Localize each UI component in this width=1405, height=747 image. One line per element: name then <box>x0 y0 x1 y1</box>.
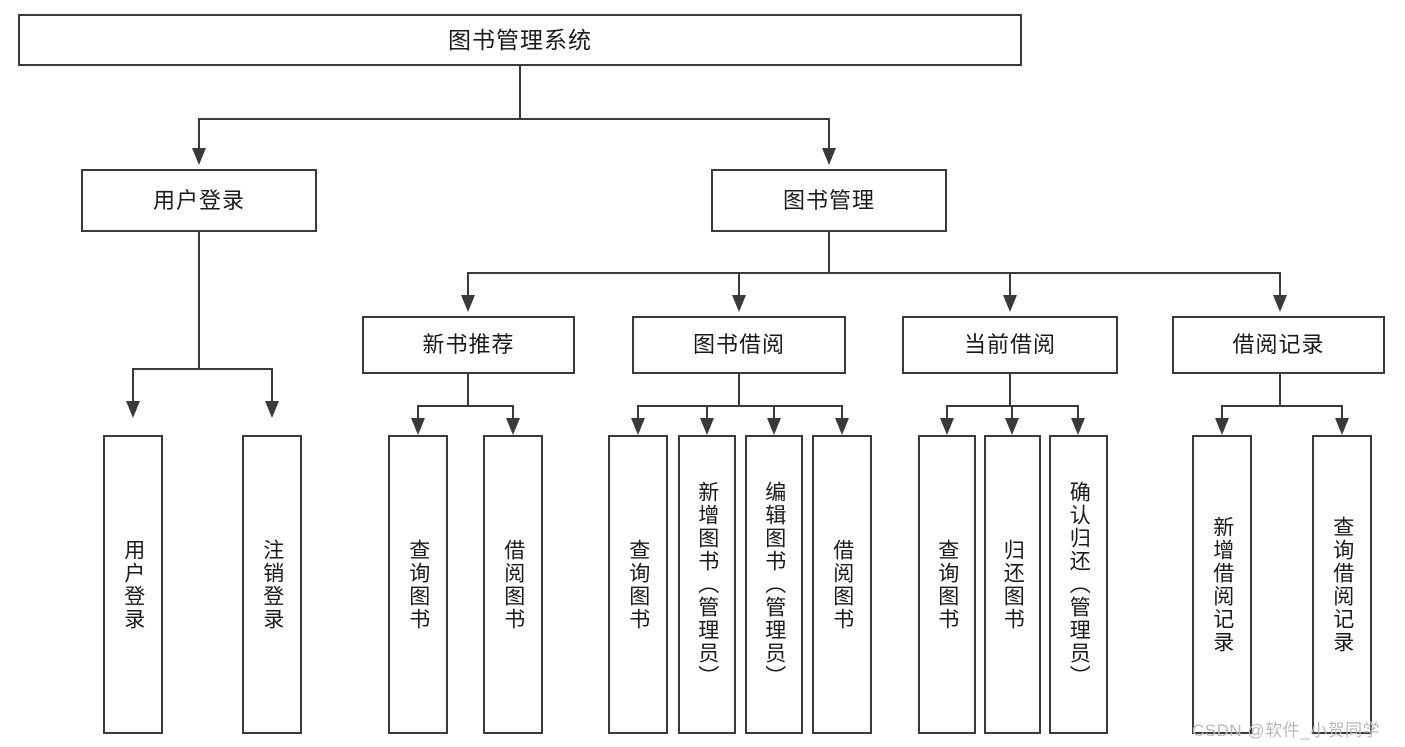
connector-new-book-drop-1 <box>417 405 419 419</box>
arrowhead-leaf-add-record <box>1215 418 1229 435</box>
connector-to-borrow-record <box>1279 272 1281 296</box>
arrowhead-leaf-user-login <box>126 401 140 418</box>
connector-to-book-borrow <box>738 272 740 296</box>
arrowhead-leaf-add-book <box>700 418 714 435</box>
leaf-label: 归还图书 <box>1001 538 1025 631</box>
node-label: 图书管理 <box>782 187 875 213</box>
leaf-label: 查询图书 <box>935 538 959 631</box>
connector-to-current-borrow <box>1009 272 1011 296</box>
connector-user-login-drop-2 <box>271 368 273 402</box>
connector-current-borrow-drop-2 <box>1011 405 1013 419</box>
connector-borrow-record-drop-1 <box>1221 405 1223 419</box>
leaf-query-book-new[interactable]: 查询图书 <box>388 435 448 734</box>
connector-root-to-user-login <box>198 118 200 149</box>
connector-book-borrow-stem <box>738 374 740 406</box>
leaf-label: 查询借阅记录 <box>1330 515 1354 654</box>
leaf-query-book-borrow[interactable]: 查询图书 <box>608 435 668 734</box>
connector-borrow-record-stem <box>1279 374 1281 406</box>
arrowhead-leaf-query-book-3 <box>940 418 954 435</box>
arrowhead-leaf-logout <box>265 401 279 418</box>
connector-user-login-stem <box>198 232 200 369</box>
arrowhead-book-borrow <box>732 295 746 312</box>
connector-book-borrow-drop-2 <box>706 405 708 419</box>
connector-user-login-drop-1 <box>132 368 134 402</box>
arrowhead-new-book-recommend <box>461 295 475 312</box>
arrowhead-leaf-query-book-2 <box>631 418 645 435</box>
leaf-label: 注销登录 <box>260 538 284 631</box>
arrowhead-leaf-edit-book <box>767 418 781 435</box>
leaf-label: 查询图书 <box>626 538 650 631</box>
connector-root-to-book-manage <box>828 118 830 149</box>
connector-book-borrow-bus <box>637 405 842 407</box>
node-label: 当前借阅 <box>963 332 1056 358</box>
node-label: 借阅记录 <box>1232 332 1325 358</box>
leaf-add-borrow-record[interactable]: 新增借阅记录 <box>1192 435 1252 734</box>
leaf-return-book[interactable]: 归还图书 <box>984 435 1041 734</box>
connector-new-book-drop-2 <box>512 405 514 419</box>
node-root-system[interactable]: 图书管理系统 <box>18 14 1022 66</box>
node-label: 用户登录 <box>152 187 245 213</box>
connector-new-book-stem <box>467 374 469 406</box>
node-user-login[interactable]: 用户登录 <box>81 169 317 232</box>
leaf-label: 借阅图书 <box>501 538 525 631</box>
connector-book-borrow-drop-3 <box>773 405 775 419</box>
connector-current-borrow-drop-1 <box>946 405 948 419</box>
arrowhead-leaf-query-record <box>1335 418 1349 435</box>
node-label: 图书借阅 <box>692 332 785 358</box>
arrowhead-borrow-record <box>1273 295 1287 312</box>
leaf-borrow-book-new[interactable]: 借阅图书 <box>483 435 543 734</box>
arrowhead-leaf-query-book-1 <box>411 418 425 435</box>
leaf-label: 用户登录 <box>121 538 145 631</box>
arrowhead-book-manage <box>822 148 836 165</box>
leaf-logout[interactable]: 注销登录 <box>242 435 302 734</box>
connector-book-manage-stem <box>828 232 830 273</box>
leaf-label: 查询图书 <box>406 538 430 631</box>
leaf-label: 新增借阅记录 <box>1210 515 1234 654</box>
arrowhead-leaf-borrow-book-2 <box>835 418 849 435</box>
connector-borrow-record-drop-2 <box>1341 405 1343 419</box>
node-borrow-record[interactable]: 借阅记录 <box>1172 316 1385 374</box>
leaf-label: 确认归还（管理员） <box>1067 481 1091 688</box>
arrowhead-leaf-borrow-book-1 <box>506 418 520 435</box>
node-book-management[interactable]: 图书管理 <box>711 169 947 232</box>
leaf-query-book-current[interactable]: 查询图书 <box>918 435 976 734</box>
arrowhead-current-borrow <box>1003 295 1017 312</box>
connector-to-new-book <box>467 272 469 296</box>
leaf-query-borrow-record[interactable]: 查询借阅记录 <box>1312 435 1372 734</box>
connector-current-borrow-stem <box>1009 374 1011 406</box>
connector-new-book-bus <box>417 405 513 407</box>
leaf-user-login[interactable]: 用户登录 <box>103 435 163 734</box>
leaf-add-book-admin[interactable]: 新增图书（管理员） <box>678 435 736 734</box>
connector-root-bus <box>198 118 830 120</box>
node-book-borrow[interactable]: 图书借阅 <box>632 316 846 374</box>
arrowhead-user-login <box>192 148 206 165</box>
leaf-edit-book-admin[interactable]: 编辑图书（管理员） <box>745 435 803 734</box>
leaf-label: 新增图书（管理员） <box>695 481 719 688</box>
arrowhead-leaf-return-book <box>1005 418 1019 435</box>
connector-user-login-bus <box>132 368 272 370</box>
connector-current-borrow-drop-3 <box>1077 405 1079 419</box>
leaf-label: 编辑图书（管理员） <box>762 481 786 688</box>
leaf-borrow-book-borrow[interactable]: 借阅图书 <box>812 435 872 734</box>
leaf-label: 借阅图书 <box>830 538 854 631</box>
node-label: 图书管理系统 <box>448 26 592 53</box>
arrowhead-leaf-confirm-return <box>1071 418 1085 435</box>
leaf-confirm-return-admin[interactable]: 确认归还（管理员） <box>1049 435 1108 734</box>
node-current-borrow[interactable]: 当前借阅 <box>902 316 1118 374</box>
connector-book-borrow-drop-4 <box>841 405 843 419</box>
node-label: 新书推荐 <box>422 332 515 358</box>
connector-book-borrow-drop-1 <box>637 405 639 419</box>
connector-borrow-record-bus <box>1221 405 1342 407</box>
node-new-book-recommend[interactable]: 新书推荐 <box>362 316 575 374</box>
connector-level3-bus <box>467 272 1281 274</box>
connector-root-stem <box>519 66 521 119</box>
